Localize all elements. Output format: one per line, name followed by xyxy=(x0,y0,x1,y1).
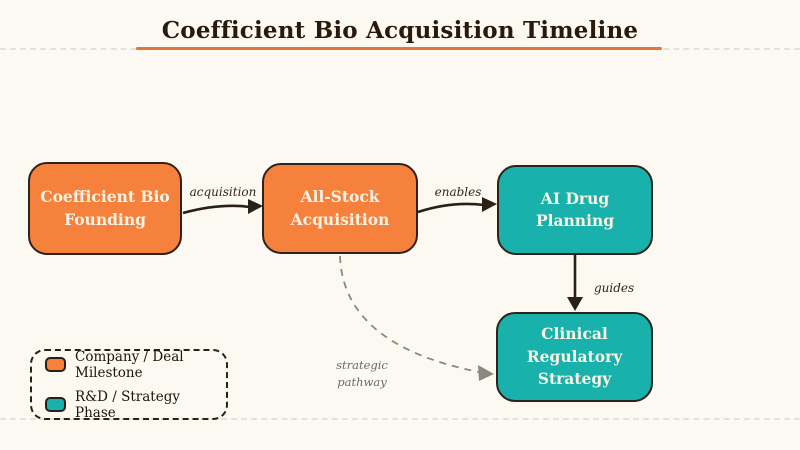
legend-item-rnd: R&D / Strategy Phase xyxy=(45,389,213,421)
edge-guides-arrowhead xyxy=(567,297,583,311)
title-underline xyxy=(136,47,662,50)
node-label: All-Stock Acquisition xyxy=(290,187,390,229)
edge-acquisition-arrowhead xyxy=(248,199,263,214)
node-all-stock-acquisition: All-Stock Acquisition xyxy=(262,163,418,254)
node-label: Coefficient Bio Founding xyxy=(40,187,170,229)
edge-strategic-line xyxy=(339,255,480,373)
edge-label-guides: guides xyxy=(594,281,635,295)
legend-swatch-orange xyxy=(45,357,66,372)
legend-label: Company / Deal Milestone xyxy=(75,348,184,381)
edge-strategic-arrowhead xyxy=(478,365,494,381)
node-ai-drug-planning: AI Drug Planning xyxy=(497,165,653,255)
node-clinical-regulatory-strategy: Clinical Regulatory Strategy xyxy=(496,312,653,402)
legend-item-company: Company / Deal Milestone xyxy=(45,349,213,381)
node-label: Clinical Regulatory Strategy xyxy=(526,324,623,389)
page-title: Coefficient Bio Acquisition Timeline xyxy=(161,17,639,44)
edge-label-enables: enables xyxy=(434,185,482,199)
edge-label-strategic-pathway: strategic pathway xyxy=(336,358,388,390)
bottom-dashed-divider xyxy=(0,418,800,420)
node-coefficient-bio-founding: Coefficient Bio Founding xyxy=(28,162,182,255)
edge-enables-line xyxy=(417,202,485,214)
legend-swatch-teal xyxy=(45,397,66,412)
node-label: AI Drug Planning xyxy=(535,188,615,230)
legend: Company / Deal Milestone R&D / Strategy … xyxy=(30,349,228,421)
edge-label-acquisition: acquisition xyxy=(189,185,257,199)
legend-label: R&D / Strategy Phase xyxy=(75,388,180,421)
edge-acquisition-line xyxy=(182,204,251,215)
